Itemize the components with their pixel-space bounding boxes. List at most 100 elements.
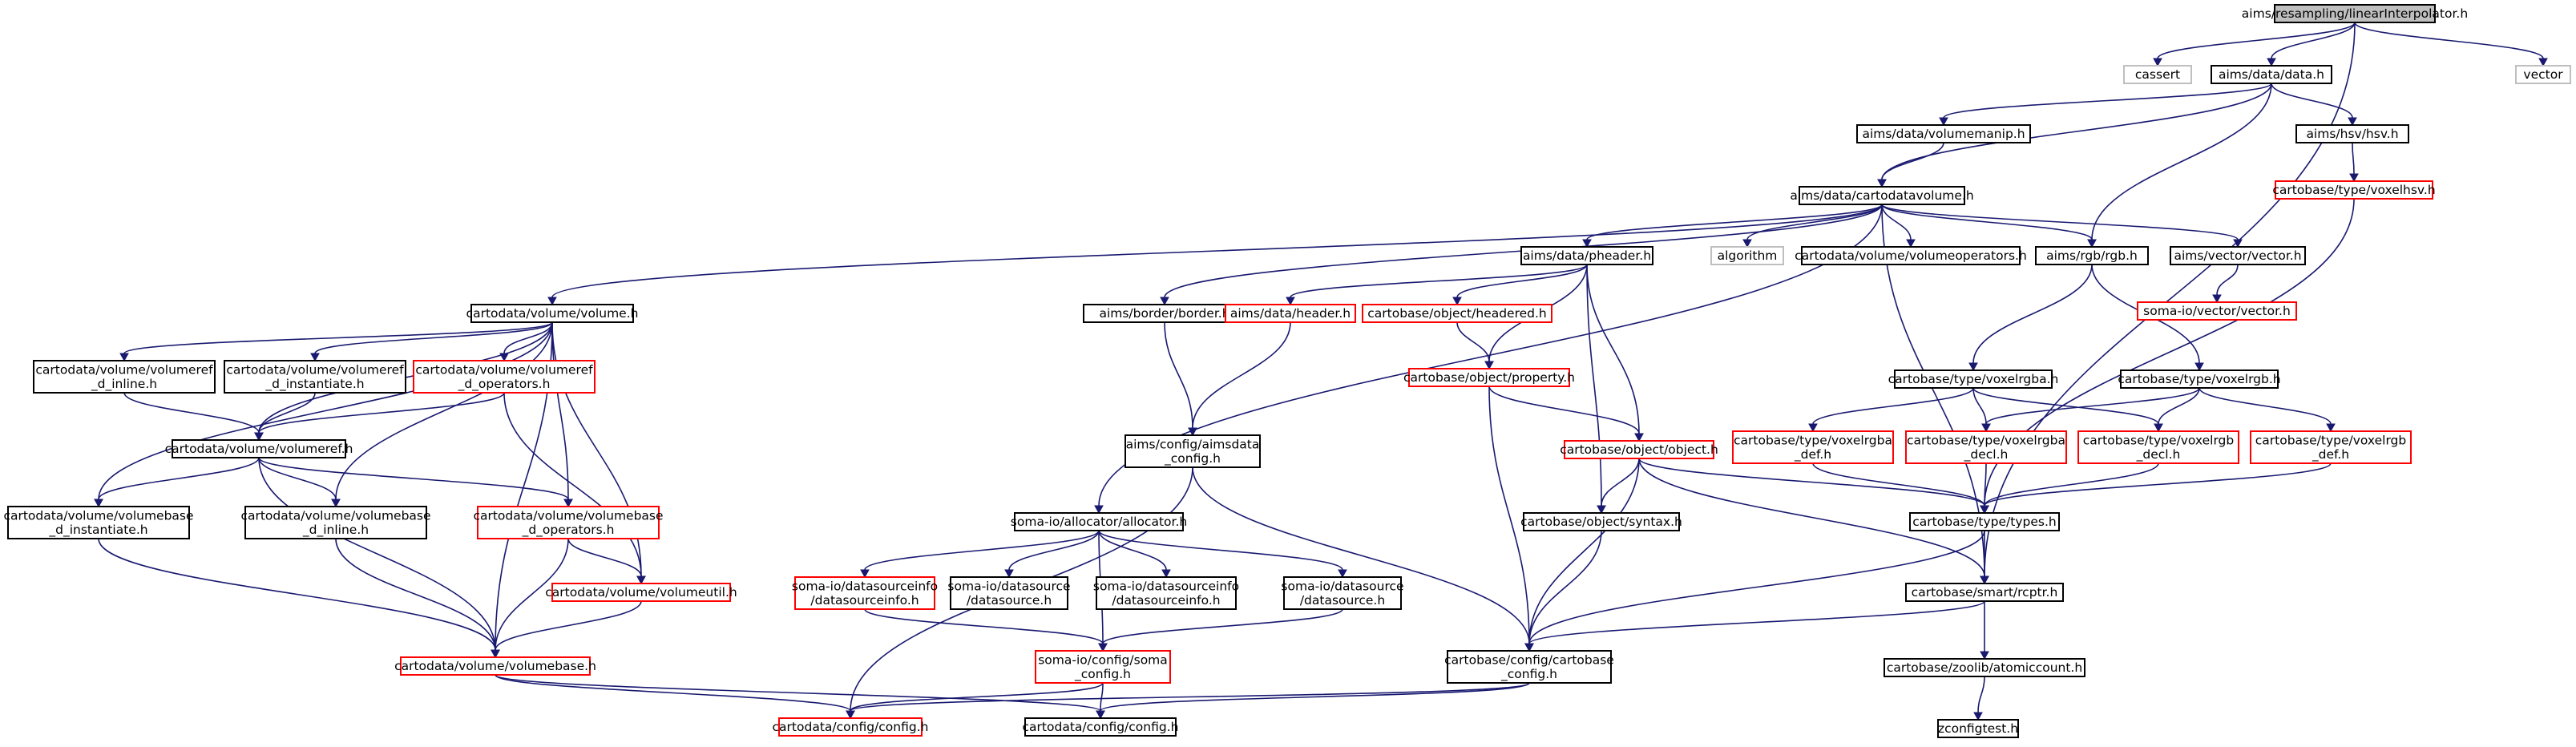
node-n27[interactable]: cartobase/type/voxelrgba_def.h bbox=[1732, 430, 1894, 464]
node-n18[interactable]: cartodata/volume/volumeref_d_inline.h bbox=[33, 360, 216, 394]
node-n11[interactable]: cartodata/volume/volumeoperators.h bbox=[1795, 246, 2027, 265]
node-n38[interactable]: soma-io/datasource/datasource.h bbox=[947, 576, 1071, 610]
node-n29[interactable]: cartobase/type/voxelrgb_decl.h bbox=[2077, 430, 2239, 464]
node-n37[interactable]: soma-io/datasourceinfo/datasourceinfo.h bbox=[792, 576, 938, 610]
node-n45[interactable]: cartobase/config/cartobase_config.h bbox=[1444, 650, 1614, 684]
node-n40[interactable]: soma-io/datasource/datasource.h bbox=[1281, 576, 1404, 610]
node-box bbox=[7, 506, 190, 539]
edge-arrowhead bbox=[547, 297, 557, 306]
edge-line bbox=[1972, 387, 1987, 425]
node-label: cartobase/smart/rcptr.h bbox=[1912, 585, 2058, 600]
node-label: aims/rgb/rgb.h bbox=[2046, 248, 2138, 263]
node-n43[interactable]: cartodata/volume/volumebase.h bbox=[394, 656, 596, 676]
edge-n22-n27 bbox=[1808, 387, 1974, 433]
node-box bbox=[413, 360, 596, 394]
edge-line bbox=[258, 457, 496, 651]
node-n8[interactable]: cartodata/volume/volume.h bbox=[466, 304, 639, 323]
edge-n45-n47 bbox=[846, 682, 1530, 720]
node-n5[interactable]: aims/hsv/hsv.h bbox=[2295, 124, 2409, 143]
edge-line bbox=[1456, 321, 1490, 362]
node-n46[interactable]: cartobase/zoolib/atomiccount.h bbox=[1884, 658, 2085, 677]
edge-line bbox=[1638, 458, 1985, 507]
edge-line bbox=[495, 674, 851, 712]
node-n13[interactable]: aims/vector/vector.h bbox=[2170, 246, 2306, 265]
node-n34[interactable]: soma-io/allocator/allocator.h bbox=[1011, 512, 1187, 531]
node-box bbox=[1564, 440, 1714, 459]
node-label: soma-io/datasource bbox=[947, 579, 1070, 593]
edge-n7-n9 bbox=[1582, 204, 1883, 248]
node-box bbox=[224, 360, 406, 394]
node-n2[interactable]: aims/data/data.h bbox=[2211, 65, 2332, 84]
node-label: cartobase/type/voxelrgb bbox=[2083, 433, 2234, 447]
node-n16[interactable]: aims/data/header.h bbox=[1225, 304, 1356, 323]
node-n31[interactable]: cartodata/volume/volumebase_d_instantiat… bbox=[3, 506, 194, 539]
node-box bbox=[1520, 246, 1653, 265]
node-n17[interactable]: cartobase/object/headered.h bbox=[1362, 304, 1552, 323]
edge-line bbox=[1972, 387, 2159, 425]
node-n0[interactable]: aims/resampling/linearInterpolator.h bbox=[2242, 4, 2468, 23]
node-n12[interactable]: aims/rgb/rgb.h bbox=[2035, 246, 2149, 265]
node-n44[interactable]: soma-io/config/soma_config.h bbox=[1035, 650, 1171, 684]
node-n33[interactable]: cartodata/volume/volumebase_d_operators.… bbox=[473, 506, 664, 539]
node-n1: cassert bbox=[2123, 65, 2192, 84]
node-box bbox=[778, 717, 923, 737]
node-n20[interactable]: cartodata/volume/volumeref_d_operators.h bbox=[413, 360, 596, 394]
node-label: _config.h bbox=[1074, 667, 1131, 682]
edge-n43-n47 bbox=[495, 674, 855, 720]
node-n30[interactable]: cartobase/type/voxelrgb_def.h bbox=[2250, 430, 2412, 464]
edge-n2-n5 bbox=[2271, 83, 2357, 127]
node-n23[interactable]: cartobase/type/voxelrgb.h bbox=[2118, 369, 2281, 389]
node-box bbox=[1894, 369, 2053, 389]
node-n19[interactable]: cartodata/volume/volumeref_d_instantiate… bbox=[224, 360, 406, 394]
node-n35[interactable]: cartobase/object/syntax.h bbox=[1520, 512, 1682, 531]
edge-line bbox=[503, 321, 553, 354]
edge-n2-n4 bbox=[1939, 83, 2272, 127]
node-n49[interactable]: zconfigtest.h bbox=[1937, 719, 2019, 738]
edge-n17-n21 bbox=[1456, 321, 1494, 370]
node-box bbox=[2274, 4, 2436, 23]
node-n47[interactable]: cartodata/config/config.h bbox=[773, 717, 929, 737]
node-label: cartobase/object/headered.h bbox=[1367, 306, 1547, 321]
node-n14[interactable]: soma-io/vector/vector.h bbox=[2137, 301, 2297, 321]
node-n42[interactable]: cartobase/smart/rcptr.h bbox=[1905, 583, 2064, 602]
node-n32[interactable]: cartodata/volume/volumebase_d_inline.h bbox=[240, 506, 431, 539]
node-n41[interactable]: cartodata/volume/volumeutil.h bbox=[545, 583, 737, 602]
edge-line bbox=[1972, 264, 2093, 364]
node-n4[interactable]: aims/data/volumemanip.h bbox=[1856, 124, 2031, 143]
edge-n9-n35 bbox=[1586, 264, 1606, 515]
node-n9[interactable]: aims/data/pheader.h bbox=[1520, 246, 1653, 265]
edge-arrowhead bbox=[1968, 362, 1978, 372]
node-box bbox=[1225, 304, 1356, 323]
edge-line bbox=[1528, 530, 1602, 644]
edge-arrowhead bbox=[2267, 58, 2276, 67]
node-n7[interactable]: aims/data/cartodatavolume.h bbox=[1790, 186, 1974, 205]
node-label: soma-io/vector/vector.h bbox=[2143, 304, 2291, 318]
edge-n44-n47 bbox=[846, 682, 1104, 720]
node-n48[interactable]: cartodata/config/config.h bbox=[1023, 717, 1179, 737]
node-n39[interactable]: soma-io/datasourceinfo/datasourceinfo.h bbox=[1093, 576, 1239, 610]
node-n22[interactable]: cartobase/type/voxelrgba.h bbox=[1888, 369, 2059, 389]
node-n21[interactable]: cartobase/object/property.h bbox=[1403, 368, 1575, 387]
node-box bbox=[1710, 246, 1784, 265]
node-box bbox=[2170, 246, 2306, 265]
node-n15[interactable]: aims/border/border.h bbox=[1083, 304, 1246, 323]
node-n25[interactable]: aims/config/aimsdata_config.h bbox=[1124, 434, 1261, 468]
edge-arrowhead bbox=[1161, 569, 1171, 579]
edge-n8-n31 bbox=[94, 321, 553, 508]
edge-line bbox=[864, 530, 1100, 571]
edge-line bbox=[2091, 83, 2272, 240]
edge-n9-n16 bbox=[1286, 264, 1588, 306]
edge-line bbox=[1746, 204, 1883, 240]
node-n36[interactable]: cartobase/type/types.h bbox=[1909, 512, 2060, 531]
node-n28[interactable]: cartobase/type/voxelrgba_decl.h bbox=[1905, 430, 2067, 464]
node-n26[interactable]: cartobase/object/object.h bbox=[1560, 440, 1718, 459]
node-label: _decl.h bbox=[2136, 447, 2181, 462]
edge-line bbox=[258, 392, 316, 434]
node-label: soma-io/datasourceinfo bbox=[1093, 579, 1239, 593]
edge-arrowhead bbox=[491, 649, 500, 659]
edge-n45-n48 bbox=[1096, 682, 1530, 720]
node-n24[interactable]: cartodata/volume/volumeref.h bbox=[165, 439, 353, 458]
edge-line bbox=[1812, 462, 1985, 507]
node-n6[interactable]: cartobase/type/voxelhsv.h bbox=[2272, 180, 2436, 200]
edge-n26-n35 bbox=[1597, 458, 1640, 515]
